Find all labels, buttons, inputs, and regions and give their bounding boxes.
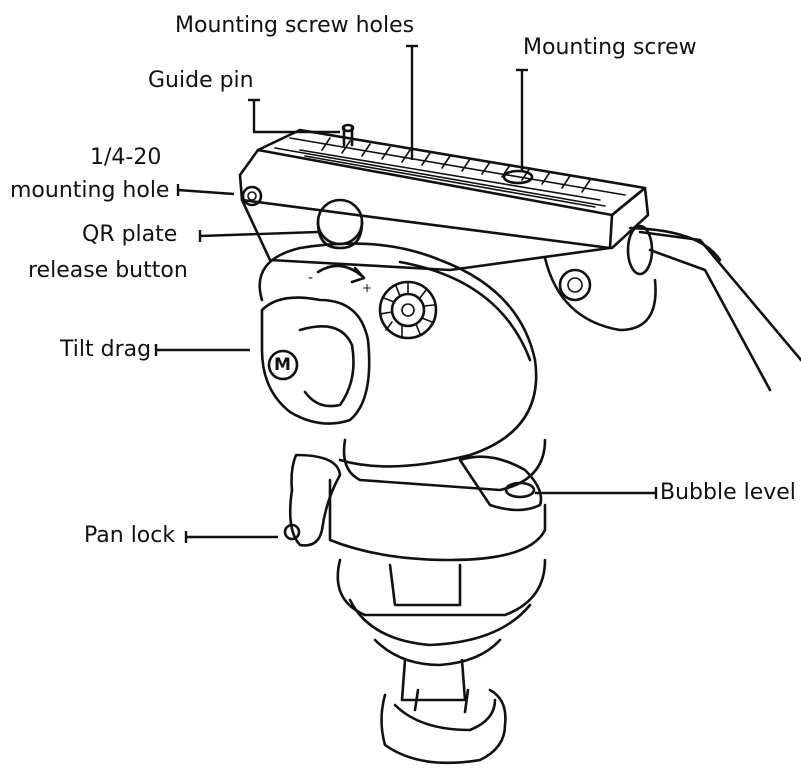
label-mounting-screw: Mounting screw xyxy=(523,35,697,60)
bubble-level-shape xyxy=(504,481,536,499)
qr-release-button xyxy=(316,198,364,250)
svg-text:+: + xyxy=(362,281,372,295)
cog-knob xyxy=(378,280,438,340)
head-body: - + xyxy=(258,242,538,468)
leader-lines xyxy=(154,44,658,543)
leader-qr-release xyxy=(199,230,319,238)
lower-body xyxy=(328,438,547,562)
mounting-screw-shape xyxy=(502,169,534,185)
pan-bar xyxy=(626,224,801,392)
label-mounting-screw-holes: Mounting screw holes xyxy=(175,13,415,38)
side-bracket xyxy=(543,256,657,332)
leader-mounting-hole xyxy=(177,188,235,196)
knob-logo-letter: M xyxy=(274,355,291,375)
label-mounting-hole-line1: 1/4-20 xyxy=(90,145,162,170)
label-bubble-level: Bubble level xyxy=(660,480,796,505)
label-tilt-drag: Tilt drag xyxy=(60,337,152,362)
qr-plate xyxy=(238,123,650,272)
svg-text:-: - xyxy=(308,270,313,286)
base-collar xyxy=(336,558,547,667)
label-guide-pin: Guide pin xyxy=(148,68,254,93)
tilt-drag-knob xyxy=(260,296,371,425)
label-pan-lock: Pan lock xyxy=(84,523,176,548)
handle xyxy=(380,658,507,765)
pan-lock-lever xyxy=(283,453,342,547)
leader-guide-pin xyxy=(252,100,340,134)
label-mounting-hole-line2: mounting hole xyxy=(10,178,170,203)
mounting-hole-shape xyxy=(241,185,263,207)
label-qr-plate-line1: QR plate xyxy=(82,222,178,247)
label-qr-plate-line2: release button xyxy=(28,258,188,283)
plate-ribs xyxy=(321,137,591,193)
